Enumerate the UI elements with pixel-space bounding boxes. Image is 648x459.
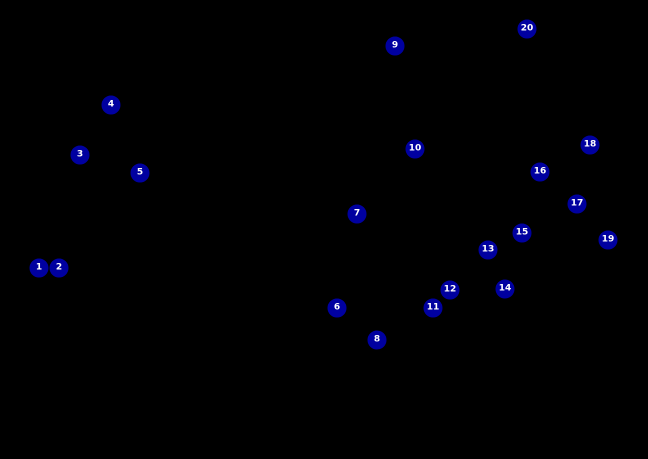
- graph-node-3[interactable]: 3: [69, 144, 91, 166]
- graph-node-5[interactable]: 5: [129, 162, 151, 184]
- graph-node-4[interactable]: 4: [100, 94, 122, 116]
- graph-node-7[interactable]: 7: [346, 203, 368, 225]
- graph-node-18[interactable]: 18: [579, 134, 601, 156]
- graph-node-9[interactable]: 9: [384, 35, 406, 57]
- graph-node-17[interactable]: 17: [566, 193, 588, 215]
- graph-node-6[interactable]: 6: [326, 297, 348, 319]
- graph-node-16[interactable]: 16: [529, 161, 551, 183]
- graph-node-2[interactable]: 2: [48, 257, 70, 279]
- graph-node-12[interactable]: 12: [439, 279, 461, 301]
- graph-node-15[interactable]: 15: [511, 222, 533, 244]
- graph-node-11[interactable]: 11: [422, 297, 444, 319]
- graph-node-10[interactable]: 10: [404, 138, 426, 160]
- graph-node-20[interactable]: 20: [516, 18, 538, 40]
- graph-node-8[interactable]: 8: [366, 329, 388, 351]
- graph-node-19[interactable]: 19: [597, 229, 619, 251]
- graph-node-14[interactable]: 14: [494, 278, 516, 300]
- graph-node-1[interactable]: 1: [28, 257, 50, 279]
- graph-node-13[interactable]: 13: [477, 239, 499, 261]
